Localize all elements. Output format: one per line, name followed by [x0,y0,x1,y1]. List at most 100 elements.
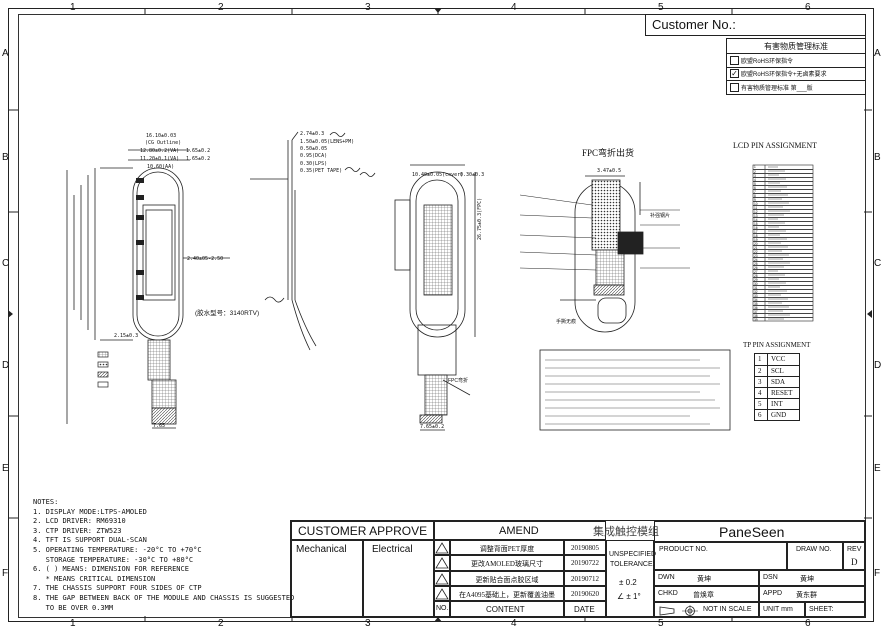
amend-label: AMEND [499,525,539,537]
dim-label: 1.65±0.2 [186,156,211,162]
dim-label: 2.15±0.3 [114,333,139,339]
note-line: 8. THE GAP BETWEEN BACK OF THE MODULE AN… [33,593,295,602]
dim-label: 11.20±0.1(VA) [140,156,180,162]
dim-label: 3.47±0.5 [597,168,622,174]
dim-label: 2.40±05-2.50 [187,256,224,262]
col-label: 3 [365,618,371,629]
no-label: NO. [436,605,449,612]
lcd-pin-number: 25 [754,262,758,266]
appd-label: APPD [763,590,783,597]
lcd-pin-row: 17 [753,229,813,234]
tp-pin-number: 4 [758,389,762,397]
row-label: D [2,360,10,371]
tp-pin-number: 1 [758,355,762,363]
lcd-pin-row: 23 [753,253,813,258]
lcd-pin-number: 30 [754,282,758,286]
lcd-pin-number: 18 [754,234,758,238]
amend-date-text: 20190620 [571,589,599,598]
unit-label: UNIT mm [763,606,793,613]
chkd-cell: CHKD 曾焕章 [654,586,759,602]
tp-pin-name: SDA [771,378,786,386]
lcd-pin-row: 20 [753,241,813,246]
tp-pin-number: 2 [758,367,762,375]
lcd-pin-number: 31 [754,286,758,290]
lcd-pin-number: 15 [754,222,758,226]
lcd-pin-row: 39 [753,317,813,322]
dim-label: (CG Outline) [145,140,182,146]
amend-no-header: NO. [434,601,450,617]
note-label: 补强钢片 [650,213,671,219]
lcd-pin-row: 31 [753,285,813,290]
lcd-pin-row: 30 [753,281,813,286]
note-line: TO BE OVER 0.3MM [33,603,114,612]
note-line: 6. ( ) MEANS: DIMENSION FOR REFERENCE [33,565,189,574]
lcd-pin-row: 34 [753,297,813,302]
col-label: 3 [365,2,371,13]
amend-date-text: 20190722 [571,559,599,568]
lcd-pin-number: 22 [754,250,758,254]
lcd-pin-row: 5 [753,181,813,186]
brand-cell: PaneSeen [654,521,865,542]
col-label: 1 [70,618,76,629]
note-line: 1. DISPLAY MODE:LTPS-AMOLED [33,507,147,516]
dim-label: 0.30(LPS) [300,161,328,167]
amend-date: 20190805 [564,540,606,556]
lcd-pin-number: 17 [754,230,758,234]
electrical-cell: Electrical [363,540,434,617]
lcd-pin-number: 36 [754,306,758,310]
lcd-pin-number: 10 [754,202,758,206]
dim-label: 0.95(DCA) [300,153,328,159]
lcd-pin-row: 6 [753,185,813,190]
lcd-pin-row: 35 [753,301,813,306]
projection-symbol-icon [659,605,698,616]
amend-date-text: 20190805 [571,544,599,552]
chkd-label: CHKD [658,590,678,597]
rohs-checkbox-3[interactable] [730,83,739,92]
tp-pin-row: 1 VCC [755,354,799,365]
note-line: 4. TFT IS SUPPORT DUAL-SCAN [33,536,147,545]
row-label: A [874,48,881,59]
lcd-pin-row: 11 [753,205,813,210]
amend-content-text: 在A4095基础上，更新覆盖油墨 [458,590,556,599]
revision-triangle-icon [435,557,449,569]
lcd-pin-number: 3 [754,174,756,178]
unspecified-label: UNSPECIFIED [609,551,657,558]
tp-pin-name: VCC [771,355,786,363]
rohs-checkbox-1[interactable] [730,56,739,65]
col-label: 6 [805,2,811,13]
row-label: F [2,568,9,579]
lcd-pin-number: 4 [754,178,756,182]
lcd-pin-row: 21 [753,245,813,250]
dwn-name: 黄坤 [697,576,711,583]
notes-title: NOTES: [33,498,59,506]
rohs-title: 有害物质管理标准 [764,42,828,51]
lcd-pin-number: 33 [754,294,758,298]
rohs-box: 有害物质管理标准 欧盟RoHS环保指令 ✓ 欧盟RoHS环保指令+无卤素要求 有… [726,38,866,95]
customer-no-box: Customer No.: [645,14,866,36]
lcd-pin-number: 2 [754,170,756,174]
amend-date: 20190722 [564,555,606,571]
lcd-pin-row: 18 [753,233,813,238]
rohs-checkbox-2-checked[interactable]: ✓ [730,69,739,78]
lcd-pin-row: 36 [753,305,813,310]
revision-triangle-icon [435,572,449,584]
dim-label: 16.10±0.03 [146,133,177,139]
dim-label: 1.65±0.2 [186,148,211,154]
dim-label: 0.30±0.3 [460,172,485,178]
dim-label: 7.65±0.2 [420,424,445,430]
lcd-pin-number: 8 [754,194,756,198]
customer-approve-cell: CUSTOMER APPROVE [291,521,434,540]
amend-content: 在A4095基础上，更新覆盖油墨 [450,585,564,601]
row-label: C [2,258,10,269]
amend-rev-symbol [434,555,450,571]
col-label: 5 [658,618,664,629]
rev-cell: REV D [843,542,865,570]
amend-date: 20190620 [564,585,606,601]
lcd-pin-row: 12 [753,209,813,214]
lcd-pin-number: 11 [754,206,758,210]
row-label: E [874,463,881,474]
dim-label: 1.50±0.05(LENS+PM) [300,139,355,145]
